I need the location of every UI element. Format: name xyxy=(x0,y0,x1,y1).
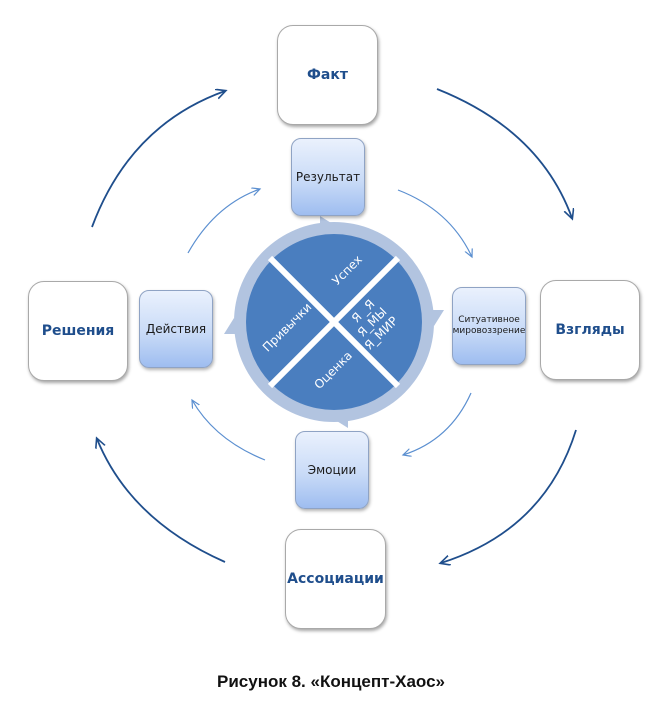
ring-arrowhead-bottom xyxy=(332,408,348,428)
node-result-label: Результат xyxy=(295,169,361,184)
node-emotions-label: Эмоции xyxy=(307,462,357,477)
inner-arrow-right-to-bottom xyxy=(403,392,472,455)
node-decisions-label: Решения xyxy=(41,323,115,339)
node-associations-label: Ассоциации xyxy=(287,571,384,587)
node-emotions: Эмоции xyxy=(295,431,369,509)
node-result: Результат xyxy=(291,138,365,216)
ring-arrowhead-left xyxy=(224,318,244,334)
outer-arrow-bottom-to-left xyxy=(97,439,226,563)
node-actions: Действия xyxy=(139,290,213,368)
node-situational-worldview: Ситуативное мировоззрение xyxy=(452,287,526,365)
figure-caption: Рисунок 8. «Концепт-Хаос» xyxy=(217,672,445,691)
node-fact: Факт xyxy=(277,25,378,125)
outer-arrow-left-to-top xyxy=(91,91,225,228)
node-decisions: Решения xyxy=(28,281,128,381)
node-views-label: Взгляды xyxy=(555,322,625,338)
ring-arrowhead-top xyxy=(320,216,336,236)
ring-arrowhead-right xyxy=(424,310,444,326)
node-situational-worldview-label: Ситуативное мировоззрение xyxy=(452,314,526,336)
node-fact-label: Факт xyxy=(307,67,348,83)
wheel-divider-2 xyxy=(267,255,401,389)
inner-arrow-bottom-to-left xyxy=(192,400,266,461)
node-associations: Ассоциации xyxy=(285,529,386,629)
outer-arrow-right-to-bottom xyxy=(441,429,577,563)
outer-arrow-top-to-right xyxy=(436,88,572,218)
cycle-wheel: Успех Привычки Оценка Я _Я Я_МЫ Я_МИР xyxy=(224,216,444,428)
inner-arrow-top-to-right xyxy=(397,189,472,257)
node-views: Взгляды xyxy=(540,280,640,380)
inner-arrow-left-to-top xyxy=(187,189,260,254)
node-actions-label: Действия xyxy=(145,321,207,336)
